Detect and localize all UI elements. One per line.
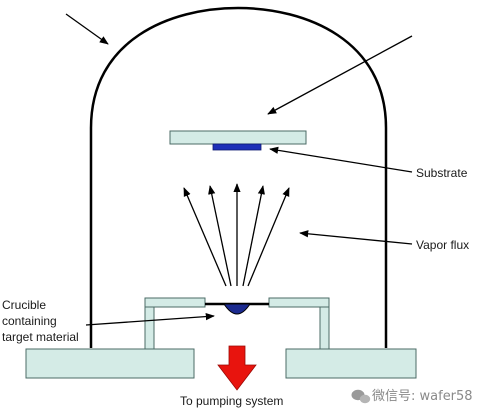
crucible-pointer-arrow: [85, 312, 215, 326]
base-plate-right: [285, 348, 417, 379]
wechat-icon: [351, 389, 371, 404]
vapor-flux-arrow-4: [242, 185, 265, 287]
crucible-target-material: [223, 303, 251, 315]
vapor-flux-arrow-1: [183, 187, 227, 287]
vapor-flux-arrows: [183, 183, 290, 287]
top-right-pointer-arrow: [267, 35, 413, 115]
crucible-label-line-3: target material: [2, 330, 79, 344]
pumping-arrow: [217, 345, 257, 391]
crucible-leg-left: [144, 306, 155, 350]
substrate: [212, 143, 262, 151]
bell-jar-chamber: [89, 6, 388, 348]
substrate-holder: [169, 130, 307, 145]
crucible-shelf-right: [268, 297, 330, 308]
watermark-text: 微信号: wafer58: [372, 389, 473, 404]
substrate-pointer-arrow: [269, 146, 413, 173]
base-plate-left: [25, 348, 195, 379]
crucible-label-line-2: containing: [2, 314, 57, 328]
vapor-flux-label: Vapor flux: [416, 238, 469, 252]
crucible-shelf-left: [144, 297, 206, 308]
substrate-label: Substrate: [416, 166, 468, 180]
pumping-system-label: To pumping system: [180, 394, 283, 408]
crucible-leg-right: [319, 306, 330, 350]
top-left-pointer-arrow: [65, 13, 109, 45]
crucible-label-line-1: Crucible: [2, 298, 46, 312]
vapor-flux-arrow-5: [247, 187, 290, 287]
vapor-flux-pointer-arrow: [299, 230, 413, 245]
vapor-flux-arrow-2: [208, 185, 232, 287]
